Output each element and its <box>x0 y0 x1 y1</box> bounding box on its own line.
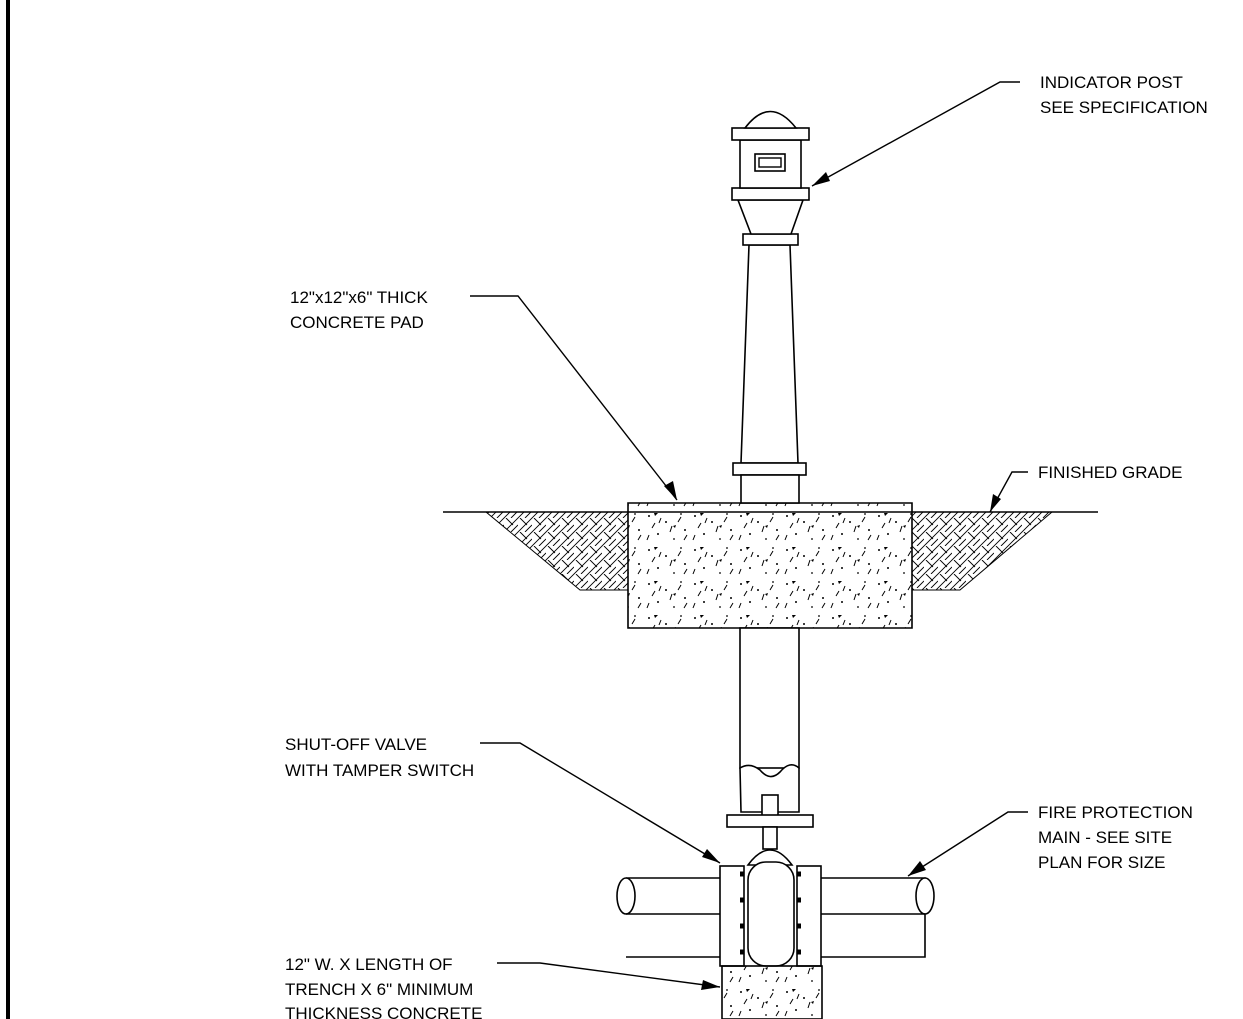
post-head-taper <box>736 199 805 235</box>
post-base-segment <box>740 474 800 504</box>
valve-body <box>747 861 795 967</box>
post-head-flange-lower <box>731 187 810 201</box>
leader-arrowheads <box>664 172 1001 990</box>
post-collar-lower <box>732 462 807 476</box>
leader-lines <box>470 81 1028 988</box>
post-barrel-lower <box>739 627 800 769</box>
valve-top-flange <box>726 814 814 828</box>
fire-main-pipe-left <box>626 877 723 958</box>
flange-bolts <box>740 871 801 955</box>
earth-hatch-right <box>911 511 1054 591</box>
valve-flange-right <box>796 865 822 967</box>
valve-flange-left <box>719 865 745 967</box>
concrete-pad-label: 12"x12"x6" THICK CONCRETE PAD <box>290 288 433 332</box>
shutoff-valve-label: SHUT-OFF VALVE WITH TAMPER SWITCH <box>285 735 474 780</box>
thrust-block <box>721 965 823 1019</box>
fire-main-label: FIRE PROTECTION MAIN - SEE SITE PLAN FOR… <box>1038 803 1198 872</box>
pipe-end-right <box>915 877 935 915</box>
valve-stem <box>762 826 778 850</box>
indicator-window-inner <box>758 157 782 168</box>
thrust-block-label: 12" W. X LENGTH OF TRENCH X 6" MINIMUM T… <box>285 955 482 1019</box>
earth-hatch-left <box>484 511 629 591</box>
concrete-pad <box>627 502 913 629</box>
valve-bonnet-break <box>739 764 800 813</box>
fire-main-pipe-right <box>818 877 926 958</box>
valve-bonnet <box>746 849 794 866</box>
pipe-end-left <box>616 877 636 915</box>
post-dome-cap <box>743 110 798 129</box>
post-head-flange-upper <box>731 127 810 141</box>
tamper-switch <box>761 794 779 818</box>
post-collar-upper <box>742 233 799 246</box>
post-barrel-upper <box>740 244 799 464</box>
finished-grade-label: FINISHED GRADE <box>1038 463 1183 482</box>
indicator-post-label: INDICATOR POST SEE SPECIFICATION <box>1040 73 1208 117</box>
